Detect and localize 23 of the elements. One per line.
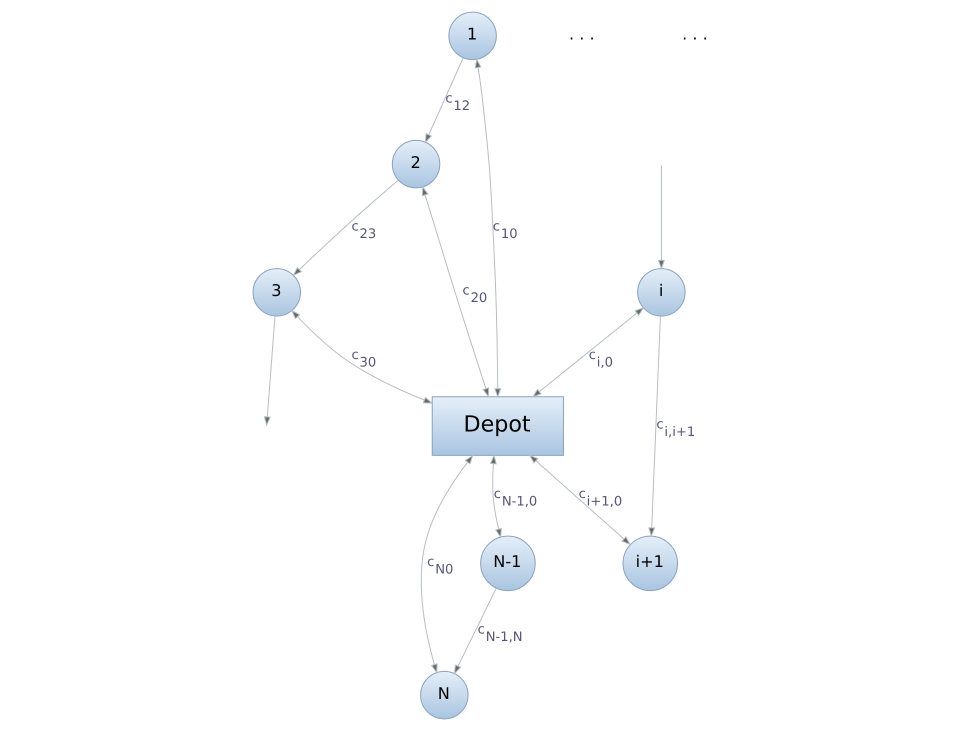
arrow — [292, 180, 398, 276]
arrow — [263, 316, 275, 427]
arrow — [424, 58, 464, 144]
arrow — [531, 306, 644, 398]
node-circle: 3 — [252, 268, 300, 317]
node-circle: N-1 — [480, 536, 536, 592]
arrow — [528, 454, 631, 546]
arrow — [648, 316, 660, 538]
node-circle: 2 — [391, 140, 440, 188]
label: . . . — [568, 24, 594, 44]
arrow — [290, 310, 433, 404]
arrow — [420, 454, 474, 674]
node-circle: i+1 — [622, 536, 678, 592]
arrow — [453, 588, 496, 675]
arrow — [474, 58, 501, 398]
arrow — [657, 165, 664, 270]
label: . . . — [682, 24, 708, 44]
node-circle: 1 — [448, 12, 496, 60]
node-circle: N — [420, 670, 468, 720]
arrow — [489, 454, 502, 539]
arrow — [421, 186, 489, 398]
node-box: Depot — [431, 396, 564, 456]
node-circle: i — [636, 268, 686, 317]
